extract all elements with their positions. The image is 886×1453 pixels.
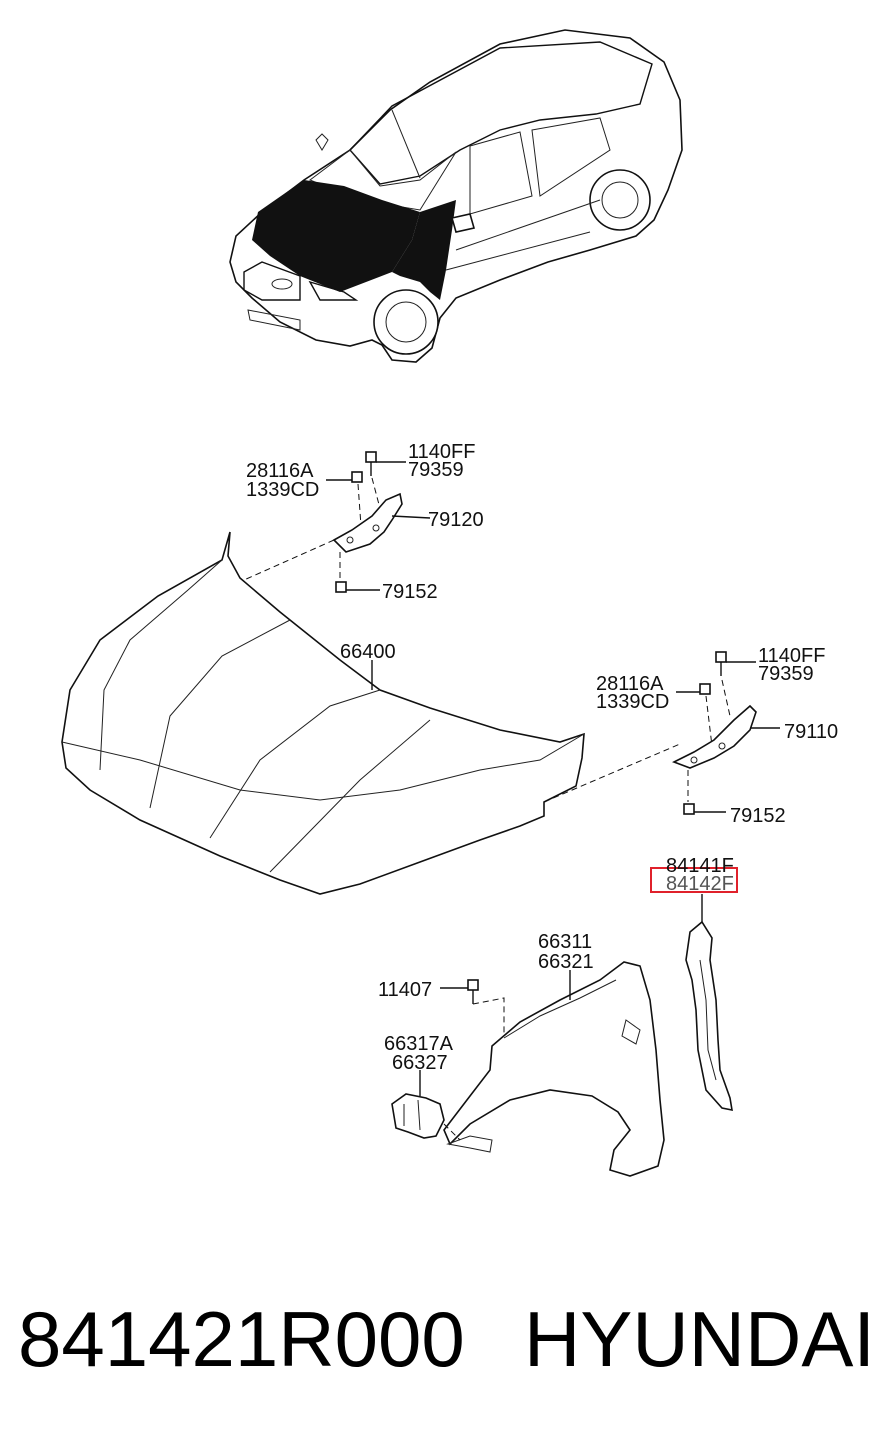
- fender-part: [443, 961, 665, 1177]
- bolt-icon: [715, 651, 727, 663]
- label-66327: 66327: [392, 1052, 448, 1074]
- hinge-bracket-79120: [332, 492, 403, 553]
- label-66321: 66321: [538, 951, 594, 973]
- hood-panel: [61, 531, 681, 895]
- label-1140ff-right: 1140FF: [758, 645, 825, 667]
- bolt-icon: [365, 451, 377, 476]
- label-66317a: 66317A: [384, 1033, 454, 1055]
- right-hinge-group: [672, 651, 780, 815]
- label-84141f: 84141F: [666, 855, 734, 877]
- label-11407: 11407: [378, 979, 432, 1001]
- label-79152-right: 79152: [730, 805, 786, 827]
- bolt-icon: [467, 979, 479, 991]
- hinge-bracket-79110: [672, 704, 757, 769]
- label-79359-right: 79359: [758, 663, 814, 685]
- fender-insulator-part: [685, 920, 733, 1112]
- car-fender-highlight: [392, 200, 456, 300]
- nut-icon: [351, 471, 363, 483]
- car-illustration: [229, 29, 683, 363]
- fender-bracket-part: [391, 1093, 445, 1139]
- highlight-box: [650, 867, 738, 893]
- label-1140ff-left: 1140FF: [408, 441, 475, 463]
- brand-name: HYUNDAI: [524, 1295, 875, 1383]
- fender-group: [391, 961, 665, 1177]
- label-28116a-left: 28116A: [246, 460, 314, 482]
- part-number: 841421R000: [18, 1295, 465, 1383]
- label-66311: 66311: [538, 931, 592, 953]
- screw-icon: [683, 803, 695, 815]
- left-hinge-group: [243, 451, 431, 593]
- label-1339cd-right: 1339CD: [596, 691, 669, 713]
- label-79110: 79110: [784, 721, 838, 743]
- label-28116a-right: 28116A: [596, 673, 664, 695]
- fender-insulator-group: [650, 867, 738, 1112]
- screw-icon: [335, 581, 347, 593]
- label-84142f: 84142F: [666, 873, 734, 895]
- label-66400: 66400: [340, 641, 396, 663]
- car-hood-highlight: [252, 180, 420, 292]
- label-79152-left: 79152: [382, 581, 438, 603]
- label-79359-left: 79359: [408, 459, 464, 481]
- label-1339cd-left: 1339CD: [246, 479, 319, 501]
- label-79120: 79120: [428, 509, 484, 531]
- nut-icon: [699, 683, 711, 695]
